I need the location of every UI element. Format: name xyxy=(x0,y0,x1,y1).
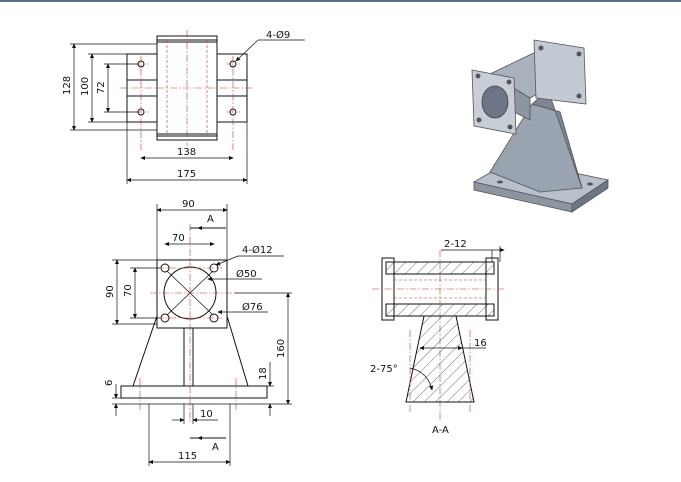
angle-note: 2-75° xyxy=(370,364,398,375)
dim-175-label: 175 xyxy=(177,169,196,180)
dim-115-label: 115 xyxy=(178,451,197,462)
dim-128-label: 128 xyxy=(62,76,73,95)
dim-10-label: 10 xyxy=(200,409,213,420)
section-title: A-A xyxy=(432,425,449,436)
dim-138-label: 138 xyxy=(177,147,196,158)
isometric-view xyxy=(471,39,610,213)
dim-90-top-label: 90 xyxy=(182,199,195,210)
dim-72-label: 72 xyxy=(96,81,107,94)
dim-18-label: 18 xyxy=(258,367,269,380)
dim-50-label: Ø50 xyxy=(236,268,257,280)
front-view: 90 A 70 4-Ø12 Ø50 Ø76 90 70 160 xyxy=(104,199,292,466)
section-rib xyxy=(405,315,475,403)
dim-160-label: 160 xyxy=(276,339,287,358)
top-view: 128 100 72 138 175 4-Ø9 xyxy=(62,29,305,184)
section-mark-top: A xyxy=(207,214,214,225)
dim-100-label: 100 xyxy=(80,77,91,96)
dim-70-v-label: 70 xyxy=(123,284,134,297)
front-hole-note: 4-Ø12 xyxy=(242,244,273,256)
top-border xyxy=(0,0,681,2)
dim-70-h-label: 70 xyxy=(172,233,185,244)
chamfer-note: 2-12 xyxy=(444,239,467,250)
dim-6-label: 6 xyxy=(104,380,115,386)
section-view: 2-12 16 2-75° A-A xyxy=(370,239,506,436)
dim-76-label: Ø76 xyxy=(242,301,263,313)
dim-90-v-label: 90 xyxy=(105,285,116,298)
front-base xyxy=(120,385,268,399)
front-flange xyxy=(156,259,228,329)
dim-16-label: 16 xyxy=(474,338,487,349)
hole-note-top: 4-Ø9 xyxy=(266,29,290,41)
section-mark-bottom: A xyxy=(212,442,219,453)
